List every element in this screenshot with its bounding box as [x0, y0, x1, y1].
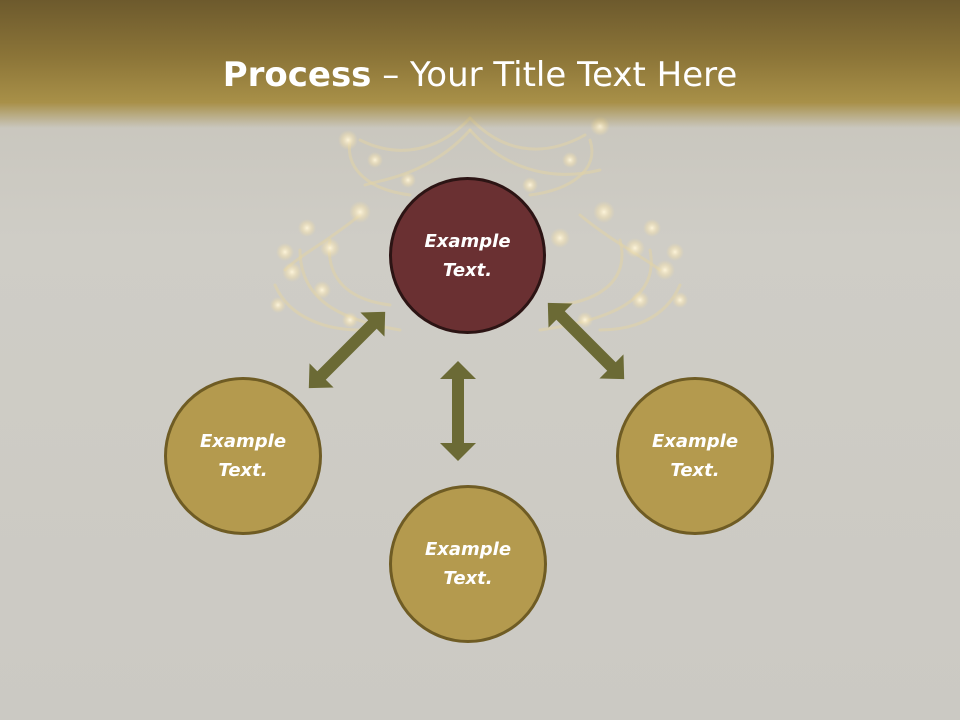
node-left-line2: Text. [218, 460, 268, 481]
node-left-line1: Example [199, 431, 287, 452]
header-band [0, 0, 960, 128]
node-right: Example Text. [616, 377, 774, 535]
slide-title: Process – Your Title Text Here [0, 54, 960, 96]
arrow-left-diagonal [308, 311, 386, 389]
node-right-line2: Text. [670, 460, 720, 481]
arrow-right-diagonal [547, 302, 625, 380]
node-bottom-line1: Example [424, 539, 512, 560]
center-node-line1: Example [424, 230, 511, 252]
title-bold: Process [222, 55, 372, 95]
center-node: Example Text. [389, 177, 546, 334]
node-right-line1: Example [651, 431, 739, 452]
node-left: Example Text. [164, 377, 322, 535]
node-bottom-line2: Text. [443, 568, 493, 589]
node-bottom: Example Text. [389, 485, 547, 643]
title-rest: – Your Title Text Here [371, 55, 738, 95]
center-node-line2: Text. [442, 259, 493, 281]
arrow-vertical [440, 361, 476, 461]
